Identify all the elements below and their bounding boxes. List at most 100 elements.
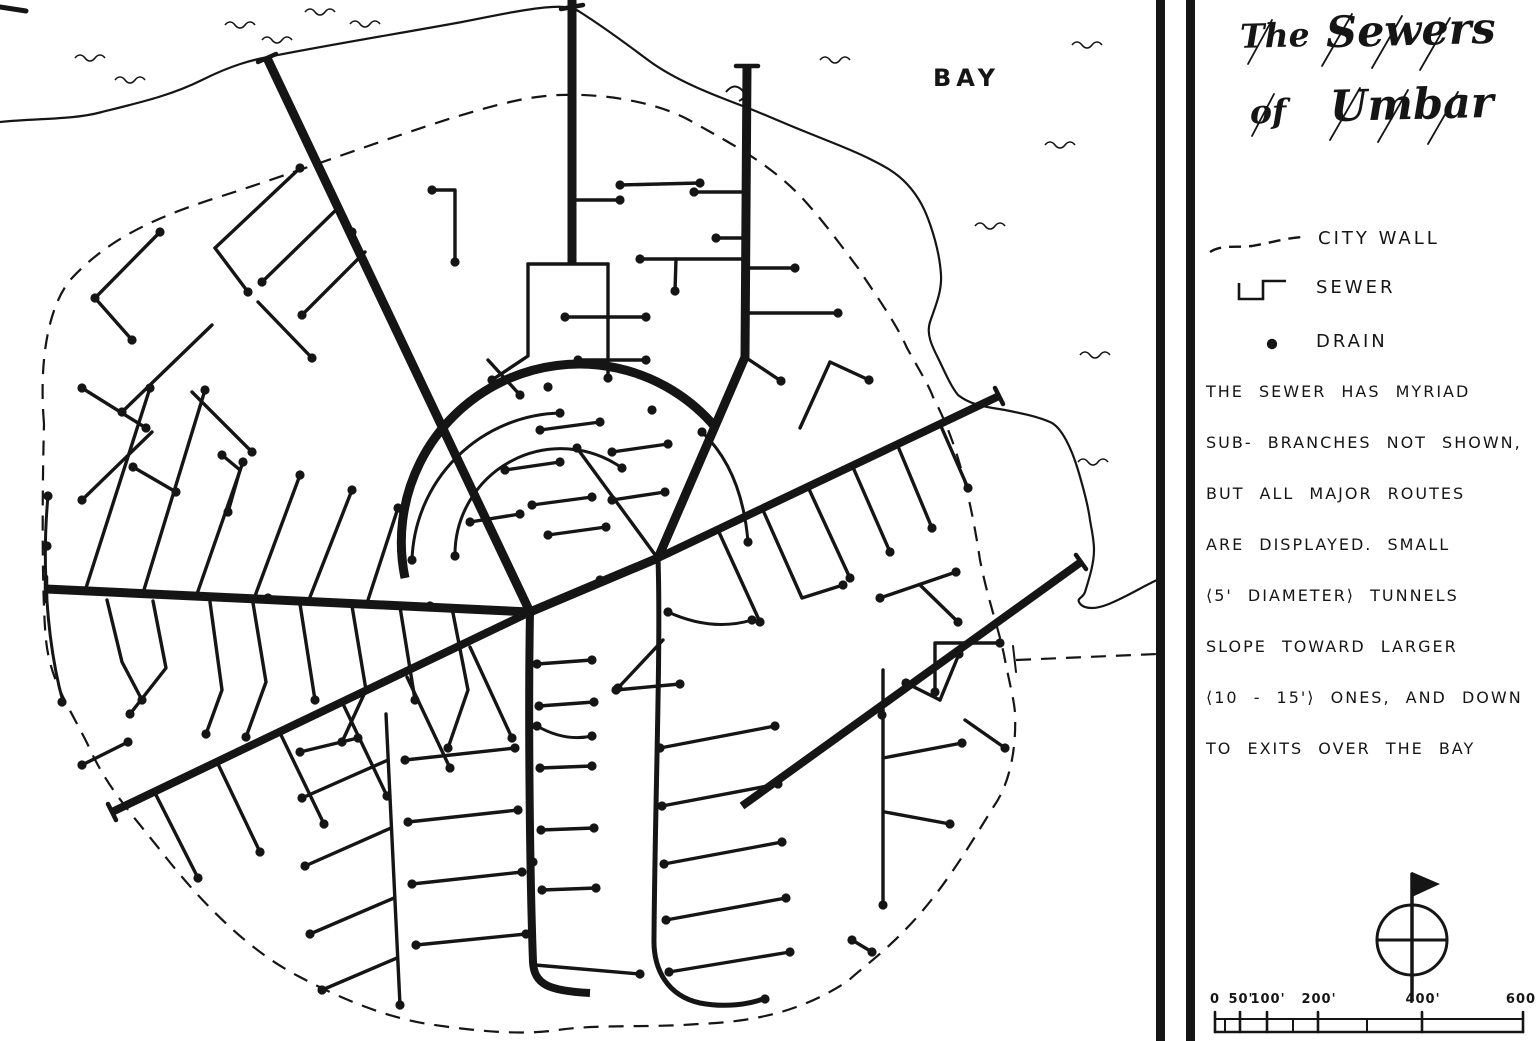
legend-label-city-wall: CITY WALL	[1318, 228, 1440, 249]
drain-dot	[407, 555, 417, 565]
drain-dot	[995, 638, 1005, 648]
drain-dot	[927, 523, 937, 533]
drain-dot	[510, 743, 520, 753]
drain-dot	[875, 593, 885, 603]
wave-mark	[974, 222, 1006, 230]
sewer-branch	[490, 262, 530, 382]
panel-divider-rule	[1156, 0, 1165, 1041]
sewer-branch	[80, 386, 148, 430]
sewer-branch	[260, 206, 340, 284]
note-line: SLOPE TOWARD LARGER	[1206, 637, 1458, 656]
sewer-main	[525, 611, 591, 997]
sewer-main-endcap	[105, 801, 119, 823]
note-line: ⟨5' DIAMETER⟩ TUNNELS	[1206, 586, 1459, 605]
drain-dot	[589, 697, 599, 707]
drain-dot	[125, 709, 135, 719]
title-word-umbar: Umbar	[1329, 77, 1495, 133]
note-line: ARE DISPLAYED. SMALL	[1206, 535, 1451, 554]
drain-dot	[243, 287, 253, 297]
title-word-sewers: Sewers	[1325, 3, 1497, 59]
drain-dot	[877, 710, 887, 720]
drain-dot	[833, 308, 843, 318]
drain-dot	[532, 721, 542, 731]
drain-dot	[587, 731, 597, 741]
sewer-branch	[938, 422, 970, 490]
sewer-branch	[614, 682, 682, 692]
drain-dot	[770, 721, 780, 731]
sewer-branch	[204, 600, 224, 736]
sewer-branch	[105, 598, 144, 702]
city-wall	[1015, 652, 1158, 662]
drain-dot	[500, 465, 510, 475]
drain-dot	[647, 405, 657, 415]
legend-note: THE SEWER HAS MYRIAD SUB- BRANCHES NOT S…	[1206, 381, 1536, 789]
sewer-branch	[414, 932, 528, 947]
sewer-branch	[405, 675, 452, 770]
drain-dot	[443, 743, 453, 753]
sewer-branch	[673, 257, 678, 293]
sewer-branch	[540, 886, 598, 892]
wave-mark	[819, 56, 851, 64]
drain-dot	[310, 695, 320, 705]
drain-dot	[689, 187, 699, 197]
drain-dot	[601, 522, 611, 532]
sewer-branch	[618, 181, 702, 187]
city-wall-dash-symbol	[1209, 235, 1304, 254]
drain-dot	[595, 575, 605, 585]
drain-dot	[951, 567, 961, 577]
drain-dot	[777, 837, 787, 847]
drain-dot	[945, 819, 955, 829]
drain-dot	[400, 755, 410, 765]
sewer-branch	[340, 604, 368, 744]
drain-dot	[587, 761, 597, 771]
sewer-branch	[662, 840, 784, 866]
sewer-arc	[666, 610, 754, 626]
sewer-branch	[300, 250, 367, 317]
drain-dot	[257, 277, 267, 287]
sewer-branch	[616, 638, 665, 690]
drain-dot	[517, 867, 527, 877]
drain-dot	[867, 947, 877, 957]
sewer-branch	[878, 570, 958, 600]
drain-dot	[403, 817, 413, 827]
sewer-branch	[660, 782, 780, 808]
drain-dot	[663, 439, 673, 449]
drain-dot	[845, 573, 855, 583]
drain-dot	[885, 547, 895, 557]
wave-mark	[224, 21, 256, 29]
sewer-branch	[80, 430, 154, 502]
scale-label-100: 100'	[1250, 992, 1286, 1007]
drain-dot	[790, 263, 800, 273]
drain-dot	[515, 509, 525, 519]
drain-dot	[663, 607, 673, 617]
sewer-branch	[213, 246, 250, 294]
drain-dot	[607, 495, 617, 505]
drain-dot	[42, 541, 52, 551]
drain-dot	[527, 500, 537, 510]
title-slash	[1371, 15, 1403, 69]
title-word-the: The	[1239, 15, 1311, 56]
sewer-branch	[410, 870, 524, 886]
drain-dot	[838, 580, 848, 590]
sewer-branch	[256, 300, 314, 360]
drain-dot	[77, 760, 87, 770]
sewer-branch	[80, 740, 130, 767]
sewer-branch	[535, 658, 594, 666]
drain-dot	[445, 763, 455, 773]
sewer-branch	[546, 525, 608, 537]
drain-dot	[407, 879, 417, 889]
sewer-branch	[575, 446, 658, 558]
sewer-branch	[938, 652, 961, 702]
sewer-main-endcap	[1073, 552, 1089, 572]
sewer-branch	[366, 506, 400, 602]
note-line: SUB- BRANCHES NOT SHOWN,	[1206, 433, 1522, 452]
sewer-branch	[308, 488, 354, 599]
sewer-branch	[93, 230, 162, 300]
drain-dot	[595, 417, 605, 427]
drain-dot	[543, 530, 553, 540]
scale-label-50: 50'	[1228, 992, 1254, 1007]
drain-dot	[300, 861, 310, 871]
drain-dot	[555, 457, 565, 467]
drain-dot	[465, 517, 475, 527]
drain-dot	[615, 195, 625, 205]
